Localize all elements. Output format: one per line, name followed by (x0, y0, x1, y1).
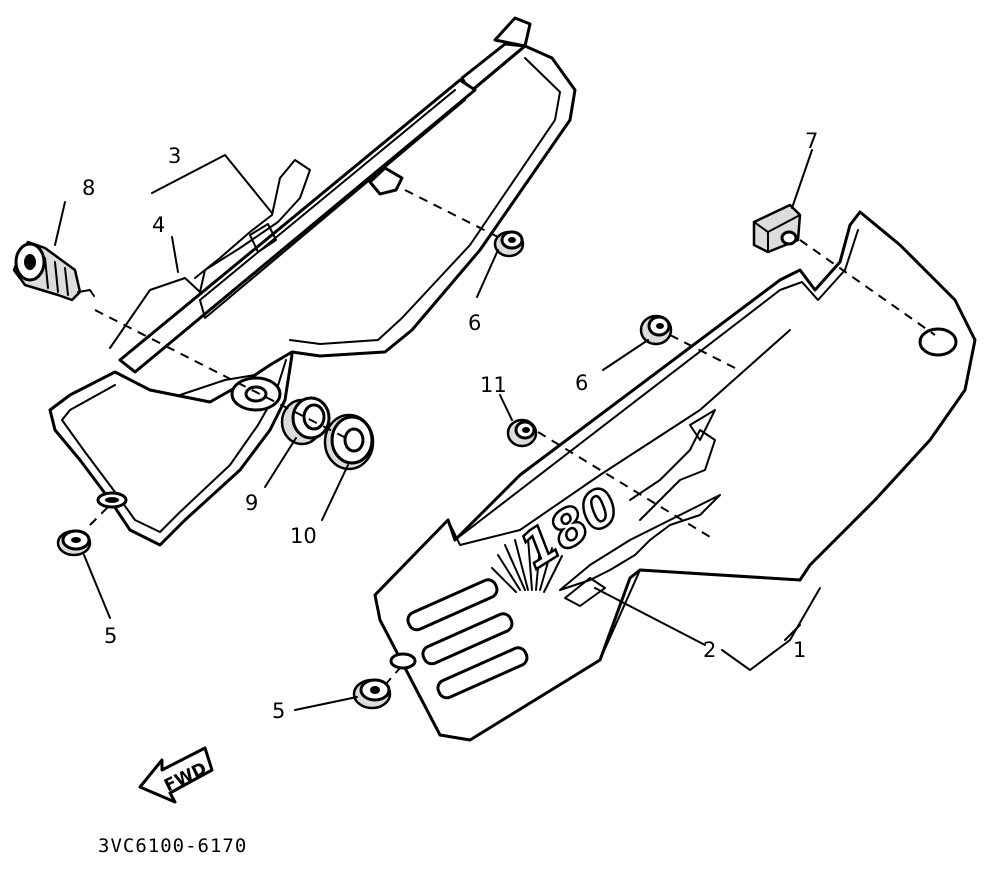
callout-9: 9 (245, 491, 258, 515)
callout-4: 4 (152, 213, 165, 237)
diagram-code: 3VC6100-6170 (98, 835, 247, 857)
callout-3: 3 (168, 144, 181, 168)
left-side-cover (48, 16, 577, 547)
key-lock (12, 240, 95, 302)
fwd-label: FWD (161, 759, 210, 796)
assembly-lines (89, 189, 936, 686)
callout-8: 8 (82, 176, 95, 200)
leader-lines (54, 149, 821, 711)
right-side-cover: 180 (373, 210, 977, 742)
forward-arrow: FWD (138, 746, 214, 804)
grommet-6-upper (493, 230, 525, 258)
vent-slots (406, 578, 529, 700)
grommet-5-left (56, 529, 92, 557)
callout-6-upper: 6 (468, 311, 481, 335)
clip-7 (752, 203, 802, 254)
washer-10 (323, 413, 375, 471)
grommet-5-bottom (352, 678, 392, 710)
grommet-11 (506, 418, 538, 448)
callout-5-left: 5 (104, 624, 117, 648)
callout-7: 7 (805, 129, 818, 153)
callout-6-right: 6 (575, 371, 588, 395)
callout-2: 2 (703, 638, 716, 662)
callout-1: 1 (793, 638, 806, 662)
callout-10: 10 (290, 524, 317, 548)
grommet-6-right (639, 314, 673, 346)
callout-labels: 3 4 8 6 7 6 11 9 10 5 5 2 1 (82, 129, 818, 723)
callout-11: 11 (480, 373, 507, 397)
sunburst-decal (491, 537, 563, 593)
bush-9 (280, 396, 331, 446)
callout-5-bottom: 5 (272, 699, 285, 723)
